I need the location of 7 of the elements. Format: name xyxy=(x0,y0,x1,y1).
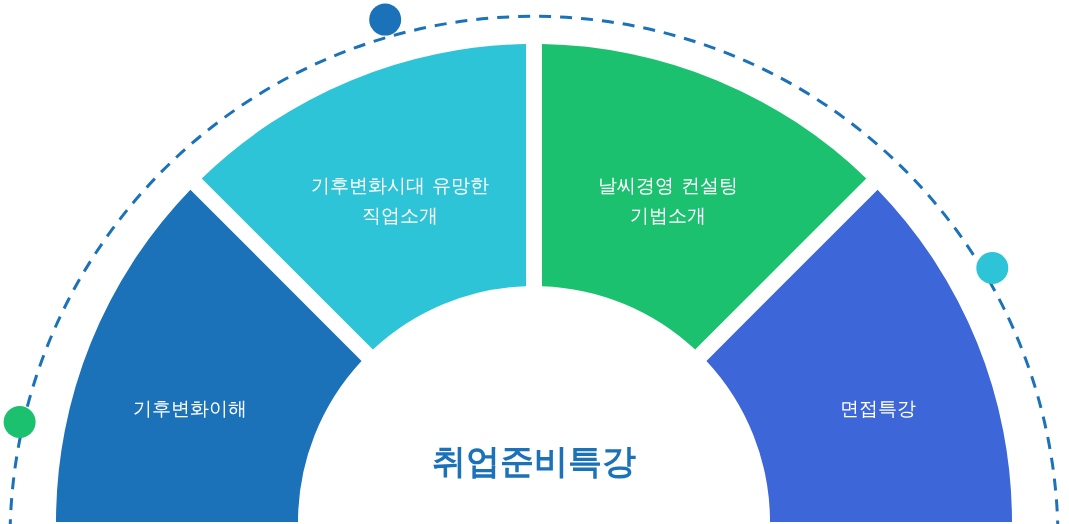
fan-segment xyxy=(542,44,867,350)
title: 취업준비특강 xyxy=(432,440,636,483)
segment-label: 면접특강 xyxy=(839,396,917,421)
segment-label: 기후변화시대 유망한 직업소개 xyxy=(310,173,490,228)
fan-segment xyxy=(201,44,526,350)
segment-label: 날씨경영 컨설팅 기법소개 xyxy=(597,173,739,228)
segment-label: 기후변화이해 xyxy=(132,396,248,421)
